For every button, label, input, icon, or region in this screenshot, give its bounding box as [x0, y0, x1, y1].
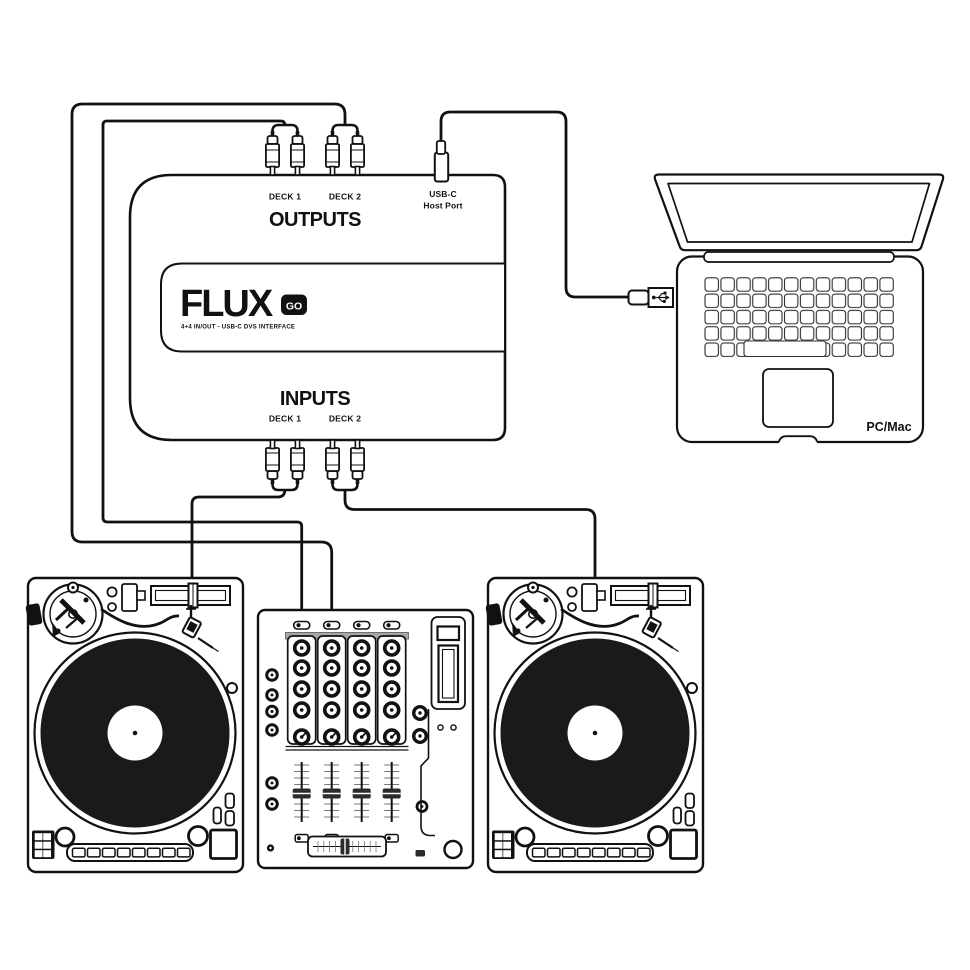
flux-label-panel [160, 262, 506, 353]
laptop: PC/Mac [627, 173, 945, 444]
outputs-label: OUTPUTS [269, 209, 361, 231]
turntable-right [485, 578, 703, 872]
flux-tagline: 4+4 IN/OUT - USB-C DVS INTERFACE [181, 325, 295, 331]
cable-output-deck1 [101, 119, 304, 612]
laptop-hinge [703, 251, 895, 263]
rca-input-deck2-icon [324, 438, 366, 492]
go-badge-label: GO [286, 301, 302, 313]
rca-output-deck2-icon [324, 123, 366, 177]
pc-mac-label: PC/Mac [866, 420, 911, 434]
usb-c-plug-icon [433, 140, 450, 183]
rca-input-deck1-icon [264, 438, 306, 492]
usb-c-label: USB-C [429, 189, 456, 199]
usb-a-plug-icon [627, 287, 674, 308]
cable-output-deck2 [70, 102, 347, 612]
laptop-notch [778, 435, 818, 443]
flux-interface: DECK 1 DECK 2 USB-C Host Port OUTPUTS FL… [128, 123, 507, 492]
mixer-section-divider [285, 745, 409, 751]
headphone-jack [443, 839, 463, 860]
input-deck2-label: DECK 2 [329, 414, 361, 424]
rca-output-deck1-icon [264, 123, 306, 177]
inputs-label: INPUTS [280, 388, 351, 410]
mic-switch [415, 850, 425, 857]
mixer-meter-panel [430, 616, 466, 710]
output-deck2-label: DECK 2 [329, 192, 361, 202]
crossfader [307, 835, 387, 858]
cable-input-deck2 [343, 489, 597, 580]
laptop-trackpad [762, 368, 834, 428]
turntable-left [25, 578, 243, 872]
laptop-spacebar [743, 340, 827, 358]
laptop-display [667, 182, 931, 243]
cable-input-deck1 [190, 488, 287, 580]
cable-usb [439, 110, 629, 299]
mixer-left-knobs [265, 668, 279, 852]
input-deck1-label: DECK 1 [269, 414, 301, 424]
usb-logo-icon [651, 291, 670, 303]
host-port-label: Host Port [423, 201, 462, 211]
mixer-panel-divider [420, 709, 435, 837]
output-deck1-label: DECK 1 [269, 192, 301, 202]
mixer-master-knobs [411, 704, 457, 813]
dj-mixer [256, 608, 475, 870]
mixer-trim-band [285, 632, 409, 640]
go-badge [281, 294, 307, 315]
laptop-notch-mask [779, 438, 817, 444]
cables [70, 102, 629, 612]
flux-logo: FLUX [180, 283, 274, 325]
